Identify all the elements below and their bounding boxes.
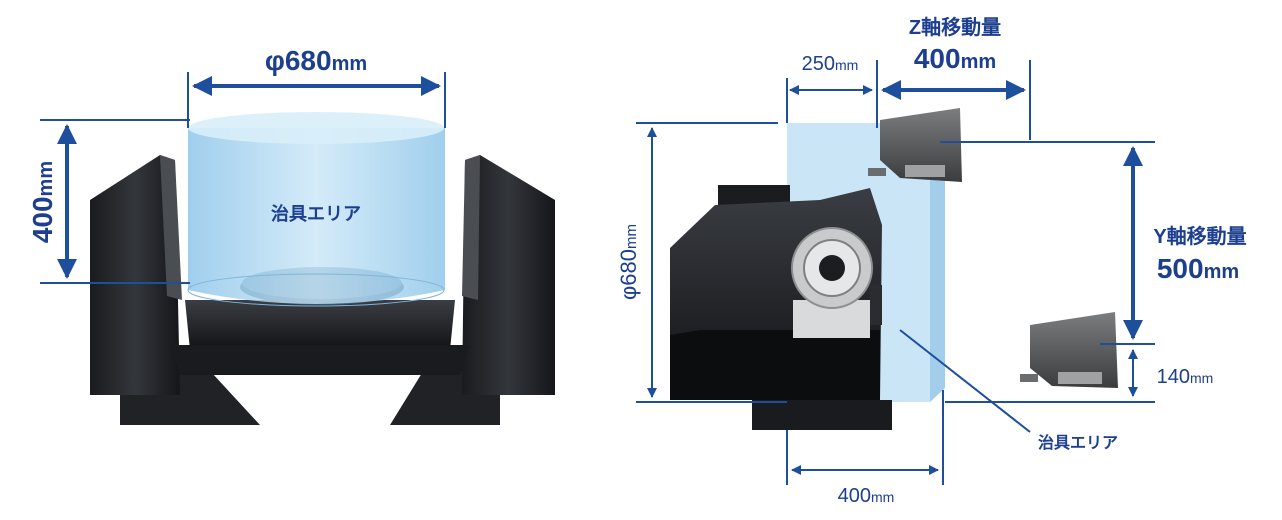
left-diameter-dimension: φ680mm xyxy=(187,45,446,128)
left-diameter-label: φ680mm xyxy=(265,45,367,76)
bottom-width-dimension: 400mm xyxy=(786,390,944,507)
right-diameter-unit: mm xyxy=(623,224,640,249)
right-spindle-top xyxy=(868,108,962,182)
bottom-width-value: 400 xyxy=(838,485,871,507)
left-height-label: 400mm xyxy=(27,161,58,243)
z-travel-dimension: Z軸移動量 400mm xyxy=(876,16,1031,140)
right-spindle-bottom xyxy=(1020,312,1118,388)
left-height-dimension: 400mm xyxy=(27,119,190,284)
y-travel-title: Y軸移動量 xyxy=(1153,225,1246,248)
right-diameter-label: φ680mm xyxy=(616,224,641,300)
bottom-width-label: 400mm xyxy=(838,485,895,507)
top-offset-unit: mm xyxy=(835,57,858,73)
left-diameter-value: φ680 xyxy=(265,45,332,76)
right-jig-area-label: 治具エリア xyxy=(1038,433,1118,452)
right-jig-area-callout: 治具エリア xyxy=(899,329,1118,452)
top-offset-value: 250 xyxy=(802,53,835,75)
bottom-offset-label: 140mm xyxy=(1157,366,1214,388)
left-jig-area-label: 治具エリア xyxy=(271,203,361,225)
bottom-offset-dimension: 140mm xyxy=(945,349,1214,403)
y-travel-label: 500mm xyxy=(1157,253,1239,284)
left-diameter-unit: mm xyxy=(332,53,368,75)
left-jig-area-cylinder xyxy=(187,112,445,307)
bottom-width-unit: mm xyxy=(871,489,894,505)
right-diameter-dimension: φ680mm xyxy=(616,122,787,403)
z-travel-title: Z軸移動量 xyxy=(909,16,1001,39)
bottom-offset-value: 140 xyxy=(1157,366,1190,388)
z-travel-unit: mm xyxy=(961,51,997,73)
bottom-offset-unit: mm xyxy=(1190,370,1213,386)
z-travel-value: 400 xyxy=(914,43,961,74)
top-offset-dimension: 250mm xyxy=(786,53,873,123)
left-height-value: 400 xyxy=(27,196,58,243)
right-machine-illustration xyxy=(670,185,892,430)
y-travel-dimension: Y軸移動量 500mm xyxy=(940,141,1247,345)
z-travel-label: 400mm xyxy=(914,43,996,74)
right-diameter-value: φ680 xyxy=(616,249,641,300)
left-height-unit: mm xyxy=(35,161,57,197)
y-travel-unit: mm xyxy=(1204,261,1240,283)
y-travel-value: 500 xyxy=(1157,253,1204,284)
top-offset-label: 250mm xyxy=(802,53,859,75)
